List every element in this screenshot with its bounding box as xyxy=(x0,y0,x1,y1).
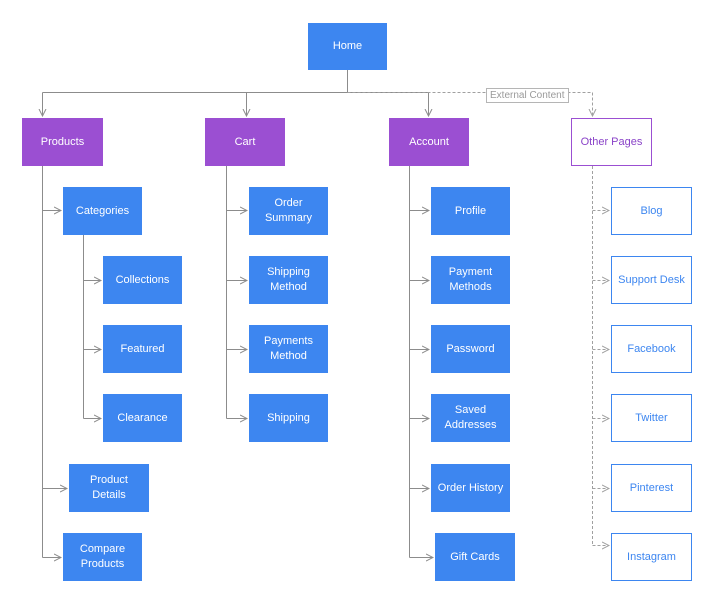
node-pinterest[interactable]: Pinterest xyxy=(611,464,692,512)
node-other-pages[interactable]: Other Pages xyxy=(571,118,652,166)
node-instagram[interactable]: Instagram xyxy=(611,533,692,581)
node-compare-products[interactable]: Compare Products xyxy=(63,533,142,581)
node-collections[interactable]: Collections xyxy=(103,256,182,304)
node-clearance[interactable]: Clearance xyxy=(103,394,182,442)
node-profile[interactable]: Profile xyxy=(431,187,510,235)
node-home[interactable]: Home xyxy=(308,23,387,70)
node-account[interactable]: Account xyxy=(389,118,469,166)
node-shipping[interactable]: Shipping xyxy=(249,394,328,442)
node-product-details[interactable]: Product Details xyxy=(69,464,149,512)
node-order-summary[interactable]: Order Summary xyxy=(249,187,328,235)
node-support-desk[interactable]: Support Desk xyxy=(611,256,692,304)
node-cart[interactable]: Cart xyxy=(205,118,285,166)
node-gift-cards[interactable]: Gift Cards xyxy=(435,533,515,581)
node-shipping-method[interactable]: Shipping Method xyxy=(249,256,328,304)
node-twitter[interactable]: Twitter xyxy=(611,394,692,442)
edge-home-other-pages xyxy=(347,92,593,117)
node-payments-method[interactable]: Payments Method xyxy=(249,325,328,373)
node-products[interactable]: Products xyxy=(22,118,103,166)
external-content-label: External Content xyxy=(486,88,569,103)
node-categories[interactable]: Categories xyxy=(63,187,142,235)
node-password[interactable]: Password xyxy=(431,325,510,373)
node-payment-methods[interactable]: Payment Methods xyxy=(431,256,510,304)
node-saved-addresses[interactable]: Saved Addresses xyxy=(431,394,510,442)
node-order-history[interactable]: Order History xyxy=(431,464,510,512)
node-facebook[interactable]: Facebook xyxy=(611,325,692,373)
node-featured[interactable]: Featured xyxy=(103,325,182,373)
node-blog[interactable]: Blog xyxy=(611,187,692,235)
